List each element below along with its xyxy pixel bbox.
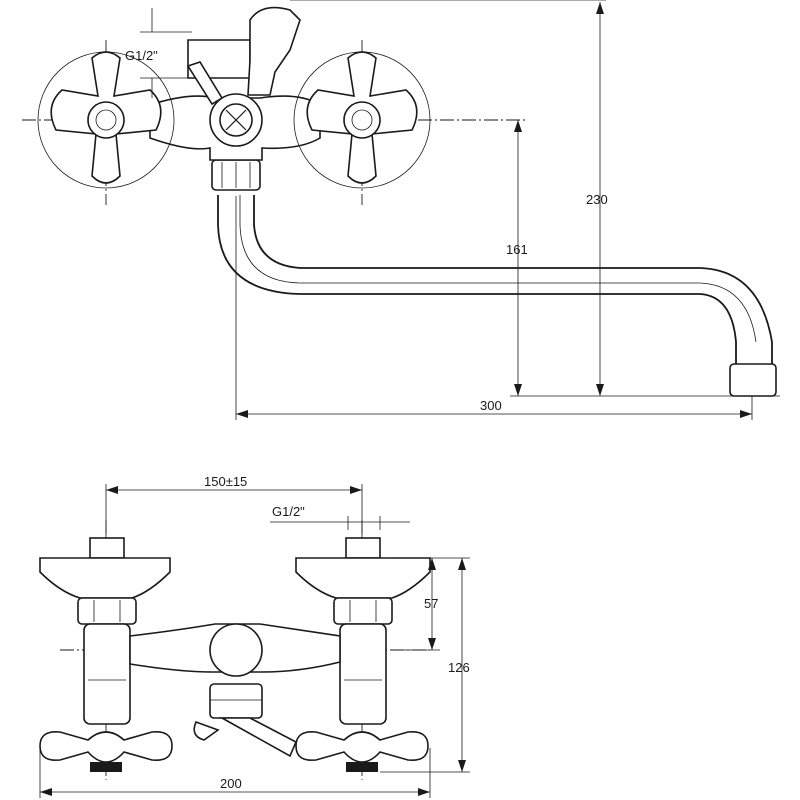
dim-300-label: 300 <box>480 398 502 413</box>
dim-126-arrow-bottom <box>458 760 466 772</box>
front-diverter-lever <box>193 720 220 741</box>
dim-57-label: 57 <box>424 596 438 611</box>
front-diverter-knob <box>209 623 263 677</box>
diverter-knob-cross-2 <box>225 109 247 131</box>
dim-57-arrow-top <box>428 558 436 570</box>
top-thread-label: G1/2" <box>125 48 158 63</box>
aerator <box>729 363 777 397</box>
dim-300-arrow-left <box>236 410 248 418</box>
top-view: G1/2" 230 161 300 <box>22 0 780 420</box>
dim-200-arrow-left <box>40 788 52 796</box>
dim-126-arrow-top <box>458 558 466 570</box>
front-thread-label: G1/2" <box>272 504 305 519</box>
diverter-housing <box>247 6 301 96</box>
dim-200-label: 200 <box>220 776 242 791</box>
dim-57-arrow-bottom <box>428 638 436 650</box>
right-valve-stem <box>339 623 387 725</box>
left-handle-knurl <box>90 762 122 772</box>
right-valve-head <box>295 557 431 599</box>
left-valve-top-cap <box>89 537 125 559</box>
right-valve-nut <box>333 597 393 625</box>
dim-161-arrow-bottom <box>514 384 522 396</box>
dim-200-arrow-right <box>418 788 430 796</box>
front-spout-pipe <box>218 717 298 758</box>
right-handle-cap <box>343 101 381 139</box>
left-handle-cap <box>87 101 125 139</box>
left-handle-cap-inner <box>95 109 117 131</box>
right-handle-cap-inner <box>351 109 373 131</box>
dim-150-arrow-right <box>350 486 362 494</box>
right-bottom-handle <box>295 730 429 763</box>
left-valve-head <box>39 557 171 599</box>
left-valve-nut <box>77 597 137 625</box>
left-valve-stem <box>83 623 131 725</box>
front-spout-connector <box>209 683 263 719</box>
dim-230-label: 230 <box>586 192 608 207</box>
dim-150-label: 150±15 <box>204 474 247 489</box>
spout-inner <box>253 195 773 366</box>
dim-161-label: 161 <box>506 242 528 257</box>
dim-230-arrow-top <box>596 2 604 14</box>
left-bottom-handle <box>39 730 173 763</box>
dim-126-label: 126 <box>448 660 470 675</box>
dim-161-arrow-top <box>514 120 522 132</box>
right-handle-knurl <box>346 762 378 772</box>
dim-230-arrow-bottom <box>596 384 604 396</box>
dim-150-arrow-left <box>106 486 118 494</box>
dim-300-arrow-right <box>740 410 752 418</box>
front-view: 150±15 G1/2" <box>39 474 470 798</box>
spout-outer <box>217 195 737 366</box>
spout-inner-line <box>239 195 757 343</box>
right-valve-top-cap <box>345 537 381 559</box>
